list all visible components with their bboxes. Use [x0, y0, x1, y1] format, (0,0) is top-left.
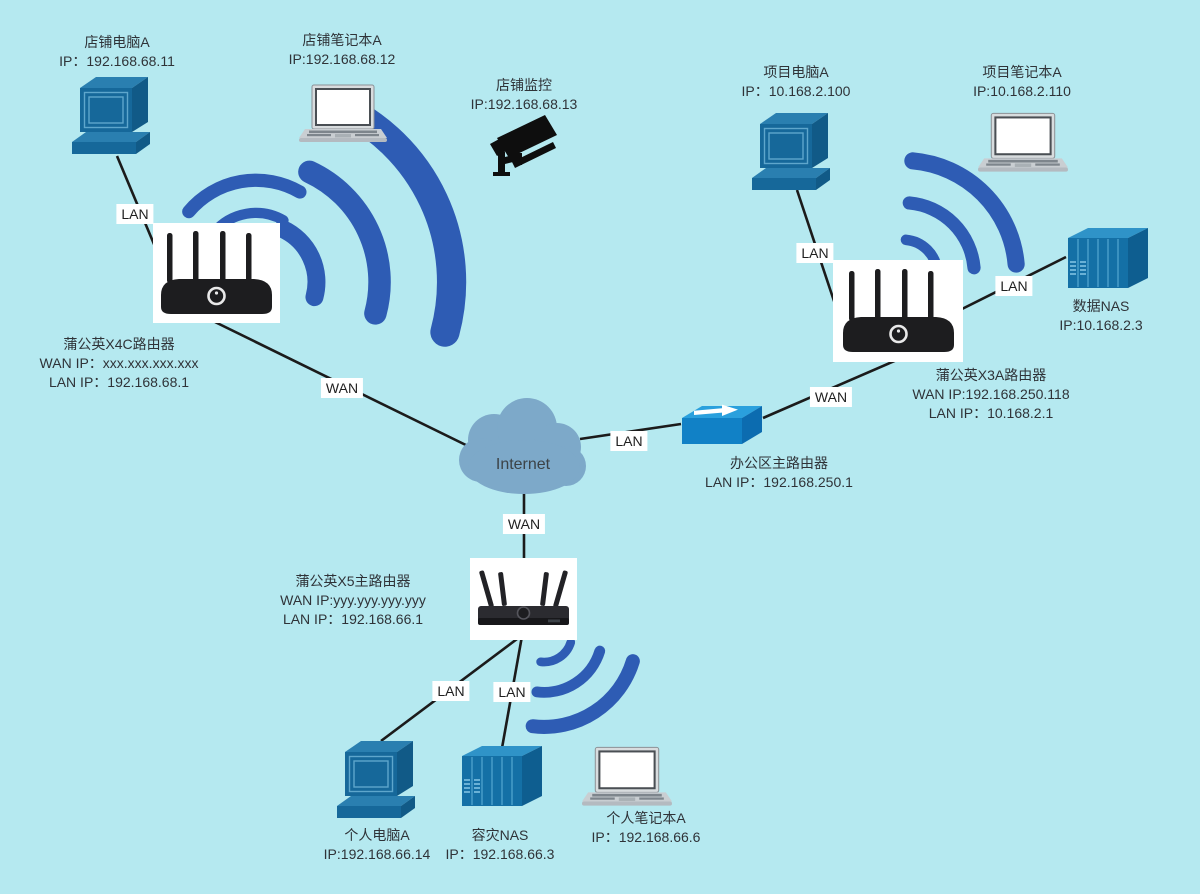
- personal-laptop-title: 个人笔记本A: [606, 810, 686, 826]
- edge-label-office-x3a: WAN: [809, 387, 853, 407]
- desktop-icon: [752, 113, 830, 190]
- project-pc-title: 项目电脑A: [763, 64, 829, 80]
- edge-label-x3a-data-nas: LAN: [995, 276, 1033, 296]
- office-router-name: 办公区主路由器: [730, 455, 828, 471]
- router-4-antenna-icon: [842, 269, 954, 352]
- office-router-lan: LAN IP：192.168.250.1: [705, 474, 853, 490]
- router-x5: [470, 558, 577, 640]
- edge-label-internet-office: LAN: [610, 431, 648, 451]
- shop-pc-title: 店铺电脑A: [84, 34, 150, 50]
- disaster-nas-ip: IP：192.168.66.3: [445, 846, 555, 862]
- personal-pc-ip: IP:192.168.66.14: [323, 846, 431, 862]
- laptop-icon: [978, 112, 1068, 172]
- cctv-camera-icon: [490, 115, 557, 176]
- shop-camera-title: 店铺监控: [496, 77, 552, 93]
- shop-laptop-ip: IP:192.168.68.12: [288, 51, 396, 67]
- edge-label-x3a-project-pc: LAN: [796, 243, 834, 263]
- edge-label-internet-x5: WAN: [502, 514, 546, 534]
- cloud-icon: [459, 398, 586, 494]
- project-laptop-title: 项目笔记本A: [982, 64, 1062, 80]
- router-x5-icon: [478, 570, 569, 625]
- switch-icon: [682, 404, 762, 444]
- router-x3a-lan: LAN IP：10.168.2.1: [928, 405, 1054, 421]
- router-x4c: [153, 223, 280, 323]
- data-nas-ip: IP:10.168.2.3: [1059, 317, 1143, 333]
- router-x5-label: 蒲公英X5主路由器 WAN IP:yyy.yyy.yyy.yyy LAN IP：…: [243, 572, 463, 629]
- data-nas-label: 数据NAS IP:10.168.2.3: [991, 297, 1200, 335]
- edge-label-x5-personal-pc: LAN: [432, 681, 470, 701]
- shop-pc-label: 店铺电脑A IP：192.168.68.11: [7, 33, 227, 71]
- project-laptop-ip: IP:10.168.2.110: [973, 83, 1071, 99]
- router-x5-name: 蒲公英X5主路由器: [295, 573, 411, 589]
- router-x4c-lan: LAN IP：192.168.68.1: [48, 374, 190, 390]
- project-laptop-label: 项目笔记本A IP:10.168.2.110: [912, 63, 1132, 101]
- edge-label-x4c-internet: WAN: [320, 378, 364, 398]
- shop-laptop-title: 店铺笔记本A: [302, 32, 382, 48]
- router-x3a-label: 蒲公英X3A路由器 WAN IP:192.168.250.118 LAN IP：…: [881, 366, 1101, 423]
- desktop-icon: [72, 77, 150, 154]
- data-nas-title: 数据NAS: [1072, 298, 1130, 314]
- personal-laptop-ip: IP：192.168.66.6: [591, 829, 701, 845]
- edge-label-x5-disaster-nas: LAN: [493, 682, 531, 702]
- nas-icon: [462, 746, 542, 806]
- disaster-nas-label: 容灾NAS IP：192.168.66.3: [390, 826, 610, 864]
- laptop-icon: [299, 84, 387, 142]
- project-pc-label: 项目电脑A IP：10.168.2.100: [686, 63, 906, 101]
- router-x5-lan: LAN IP：192.168.66.1: [282, 611, 424, 627]
- personal-pc-label: 个人电脑A IP:192.168.66.14: [267, 826, 487, 864]
- shop-camera-label: 店铺监控 IP:192.168.68.13: [414, 76, 634, 114]
- laptop-icon: [582, 746, 672, 806]
- router-x4c-name: 蒲公英X4C路由器: [63, 336, 175, 352]
- shop-camera-ip: IP:192.168.68.13: [470, 96, 578, 112]
- office-router-label: 办公区主路由器 LAN IP：192.168.250.1: [669, 454, 889, 492]
- router-x4c-label: 蒲公英X4C路由器 WAN IP：xxx.xxx.xxx.xxx LAN IP：…: [9, 335, 229, 392]
- router-x5-wan: WAN IP:yyy.yyy.yyy.yyy: [280, 592, 426, 608]
- router-x3a-name: 蒲公英X3A路由器: [935, 367, 1047, 383]
- project-pc-ip: IP：10.168.2.100: [741, 83, 851, 99]
- router-x3a: [833, 260, 963, 362]
- disaster-nas-title: 容灾NAS: [471, 827, 529, 843]
- router-x4c-wan: WAN IP：xxx.xxx.xxx.xxx: [39, 355, 199, 371]
- personal-laptop-label: 个人笔记本A IP：192.168.66.6: [536, 809, 756, 847]
- personal-pc-title: 个人电脑A: [344, 827, 410, 843]
- shop-laptop-label: 店铺笔记本A IP:192.168.68.12: [232, 31, 452, 69]
- nas-icon: [1068, 228, 1148, 288]
- router-x3a-wan: WAN IP:192.168.250.118: [912, 386, 1070, 402]
- internet-label: Internet: [495, 456, 551, 473]
- shop-pc-ip: IP：192.168.68.11: [59, 53, 175, 69]
- router-4-antenna-icon: [161, 231, 272, 314]
- edge-label-shop-pc-x4c: LAN: [116, 204, 154, 224]
- desktop-icon: [337, 741, 415, 818]
